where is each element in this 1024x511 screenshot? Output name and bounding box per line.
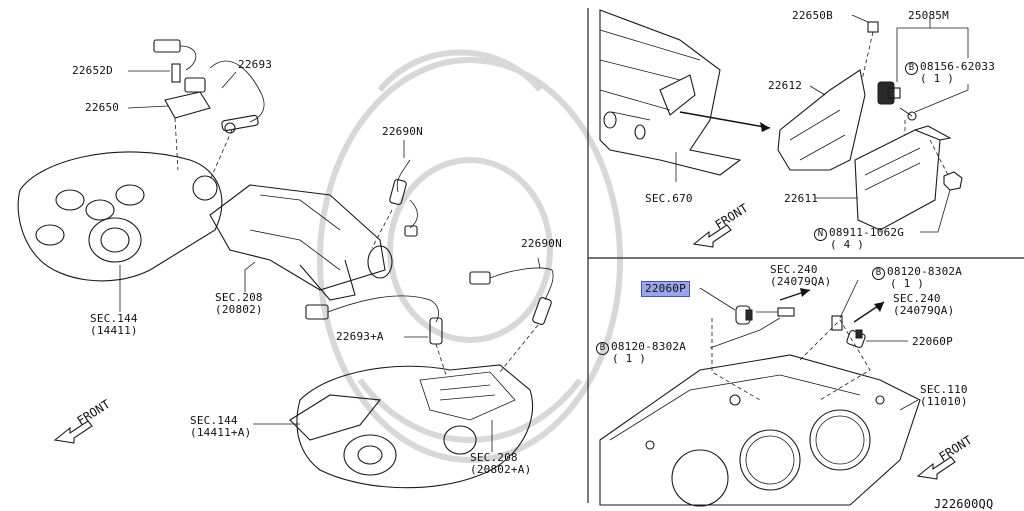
nut-08911	[943, 171, 963, 191]
label-22612[interactable]: 22612	[768, 79, 803, 92]
o2-sensor-22690n-upper	[389, 159, 418, 237]
o2-sensor-22693a	[305, 295, 443, 345]
label-sec208-lower-ref: (20802+A)	[470, 463, 532, 476]
ecm-22611	[854, 125, 952, 231]
label-25085m[interactable]: 25085M	[908, 9, 949, 22]
bracket-22650	[164, 63, 211, 119]
label-bolt-08120-8302a-lower-text: 08120-8302A	[611, 340, 687, 353]
label-sec144-lower-ref: (14411+A)	[190, 426, 252, 439]
front-arrow-bottom-right	[916, 456, 956, 480]
label-22060p-highlighted[interactable]: 22060P	[641, 281, 690, 297]
label-22693a[interactable]: 22693+A	[336, 330, 384, 343]
label-22693[interactable]: 22693	[238, 58, 273, 71]
label-sec670[interactable]: SEC.670	[645, 192, 693, 205]
front-arrow-left	[53, 420, 93, 444]
label-sec110[interactable]: SEC.110	[920, 383, 968, 396]
label-sec208-lower[interactable]: SEC.208	[470, 451, 518, 464]
bolt-upper-circle-b-icon: B	[872, 267, 885, 280]
knock-sensor-22060p-left	[735, 305, 795, 325]
label-sec240-right-ref: (24079QA)	[893, 304, 955, 317]
label-sec110-ref: (11010)	[920, 395, 968, 408]
nut-22650b	[861, 21, 879, 81]
label-nut-08911-1062g-qty: ( 4 )	[830, 238, 865, 251]
label-22611[interactable]: 22611	[784, 192, 819, 205]
label-sec144-lower[interactable]: SEC.144	[190, 414, 238, 427]
bolt-lower-circle-b-icon: B	[596, 342, 609, 355]
label-nut-08911-1062g-text: 08911-1062G	[829, 226, 905, 239]
upstream-o2-sensor-22693	[153, 39, 265, 134]
label-bolt-08120-8302a-upper-qty: ( 1 )	[890, 277, 925, 290]
firewall-panel	[599, 9, 742, 176]
watermark	[317, 49, 623, 463]
sensor-25085m	[877, 81, 917, 121]
o2-sensor-22690n-lower	[469, 267, 554, 325]
label-sec144-upper-ref: (14411)	[90, 324, 138, 337]
bolt-circle-b-icon: B	[905, 62, 918, 75]
ecm-bracket-22612	[777, 69, 866, 171]
nut-circle-n-icon: N	[814, 228, 827, 241]
catalytic-converter-upper	[209, 184, 393, 301]
label-22060p[interactable]: 22060P	[912, 335, 953, 348]
turbocharger-assembly-upper	[17, 151, 223, 282]
label-bolt-08120-8302a-lower-qty: ( 1 )	[612, 352, 647, 365]
label-22650b[interactable]: 22650B	[792, 9, 833, 22]
label-sec144-upper[interactable]: SEC.144	[90, 312, 138, 325]
label-22652d[interactable]: 22652D	[72, 64, 113, 77]
label-22650[interactable]: 22650	[85, 101, 120, 114]
label-bolt-08120-8302a-upper-text: 08120-8302A	[887, 265, 963, 278]
label-22690n-lower[interactable]: 22690N	[521, 237, 562, 250]
label-22690n-upper[interactable]: 22690N	[382, 125, 423, 138]
label-sec208-upper-ref: (20802)	[215, 303, 263, 316]
label-bolt-08156-62033-text: 08156-62033	[920, 60, 996, 73]
diagram-code: J22600QQ	[934, 497, 994, 511]
front-arrow-top-right	[692, 224, 732, 248]
label-sec208-upper[interactable]: SEC.208	[215, 291, 263, 304]
label-bolt-08156-62033-qty: ( 1 )	[920, 72, 955, 85]
label-sec240-left[interactable]: SEC.240	[770, 263, 818, 276]
knock-sensor-22060p-right	[831, 315, 866, 349]
label-sec240-right[interactable]: SEC.240	[893, 292, 941, 305]
turbocharger-assembly-lower	[289, 364, 534, 489]
cylinder-block	[599, 354, 921, 507]
label-sec240-left-ref: (24079QA)	[770, 275, 832, 288]
